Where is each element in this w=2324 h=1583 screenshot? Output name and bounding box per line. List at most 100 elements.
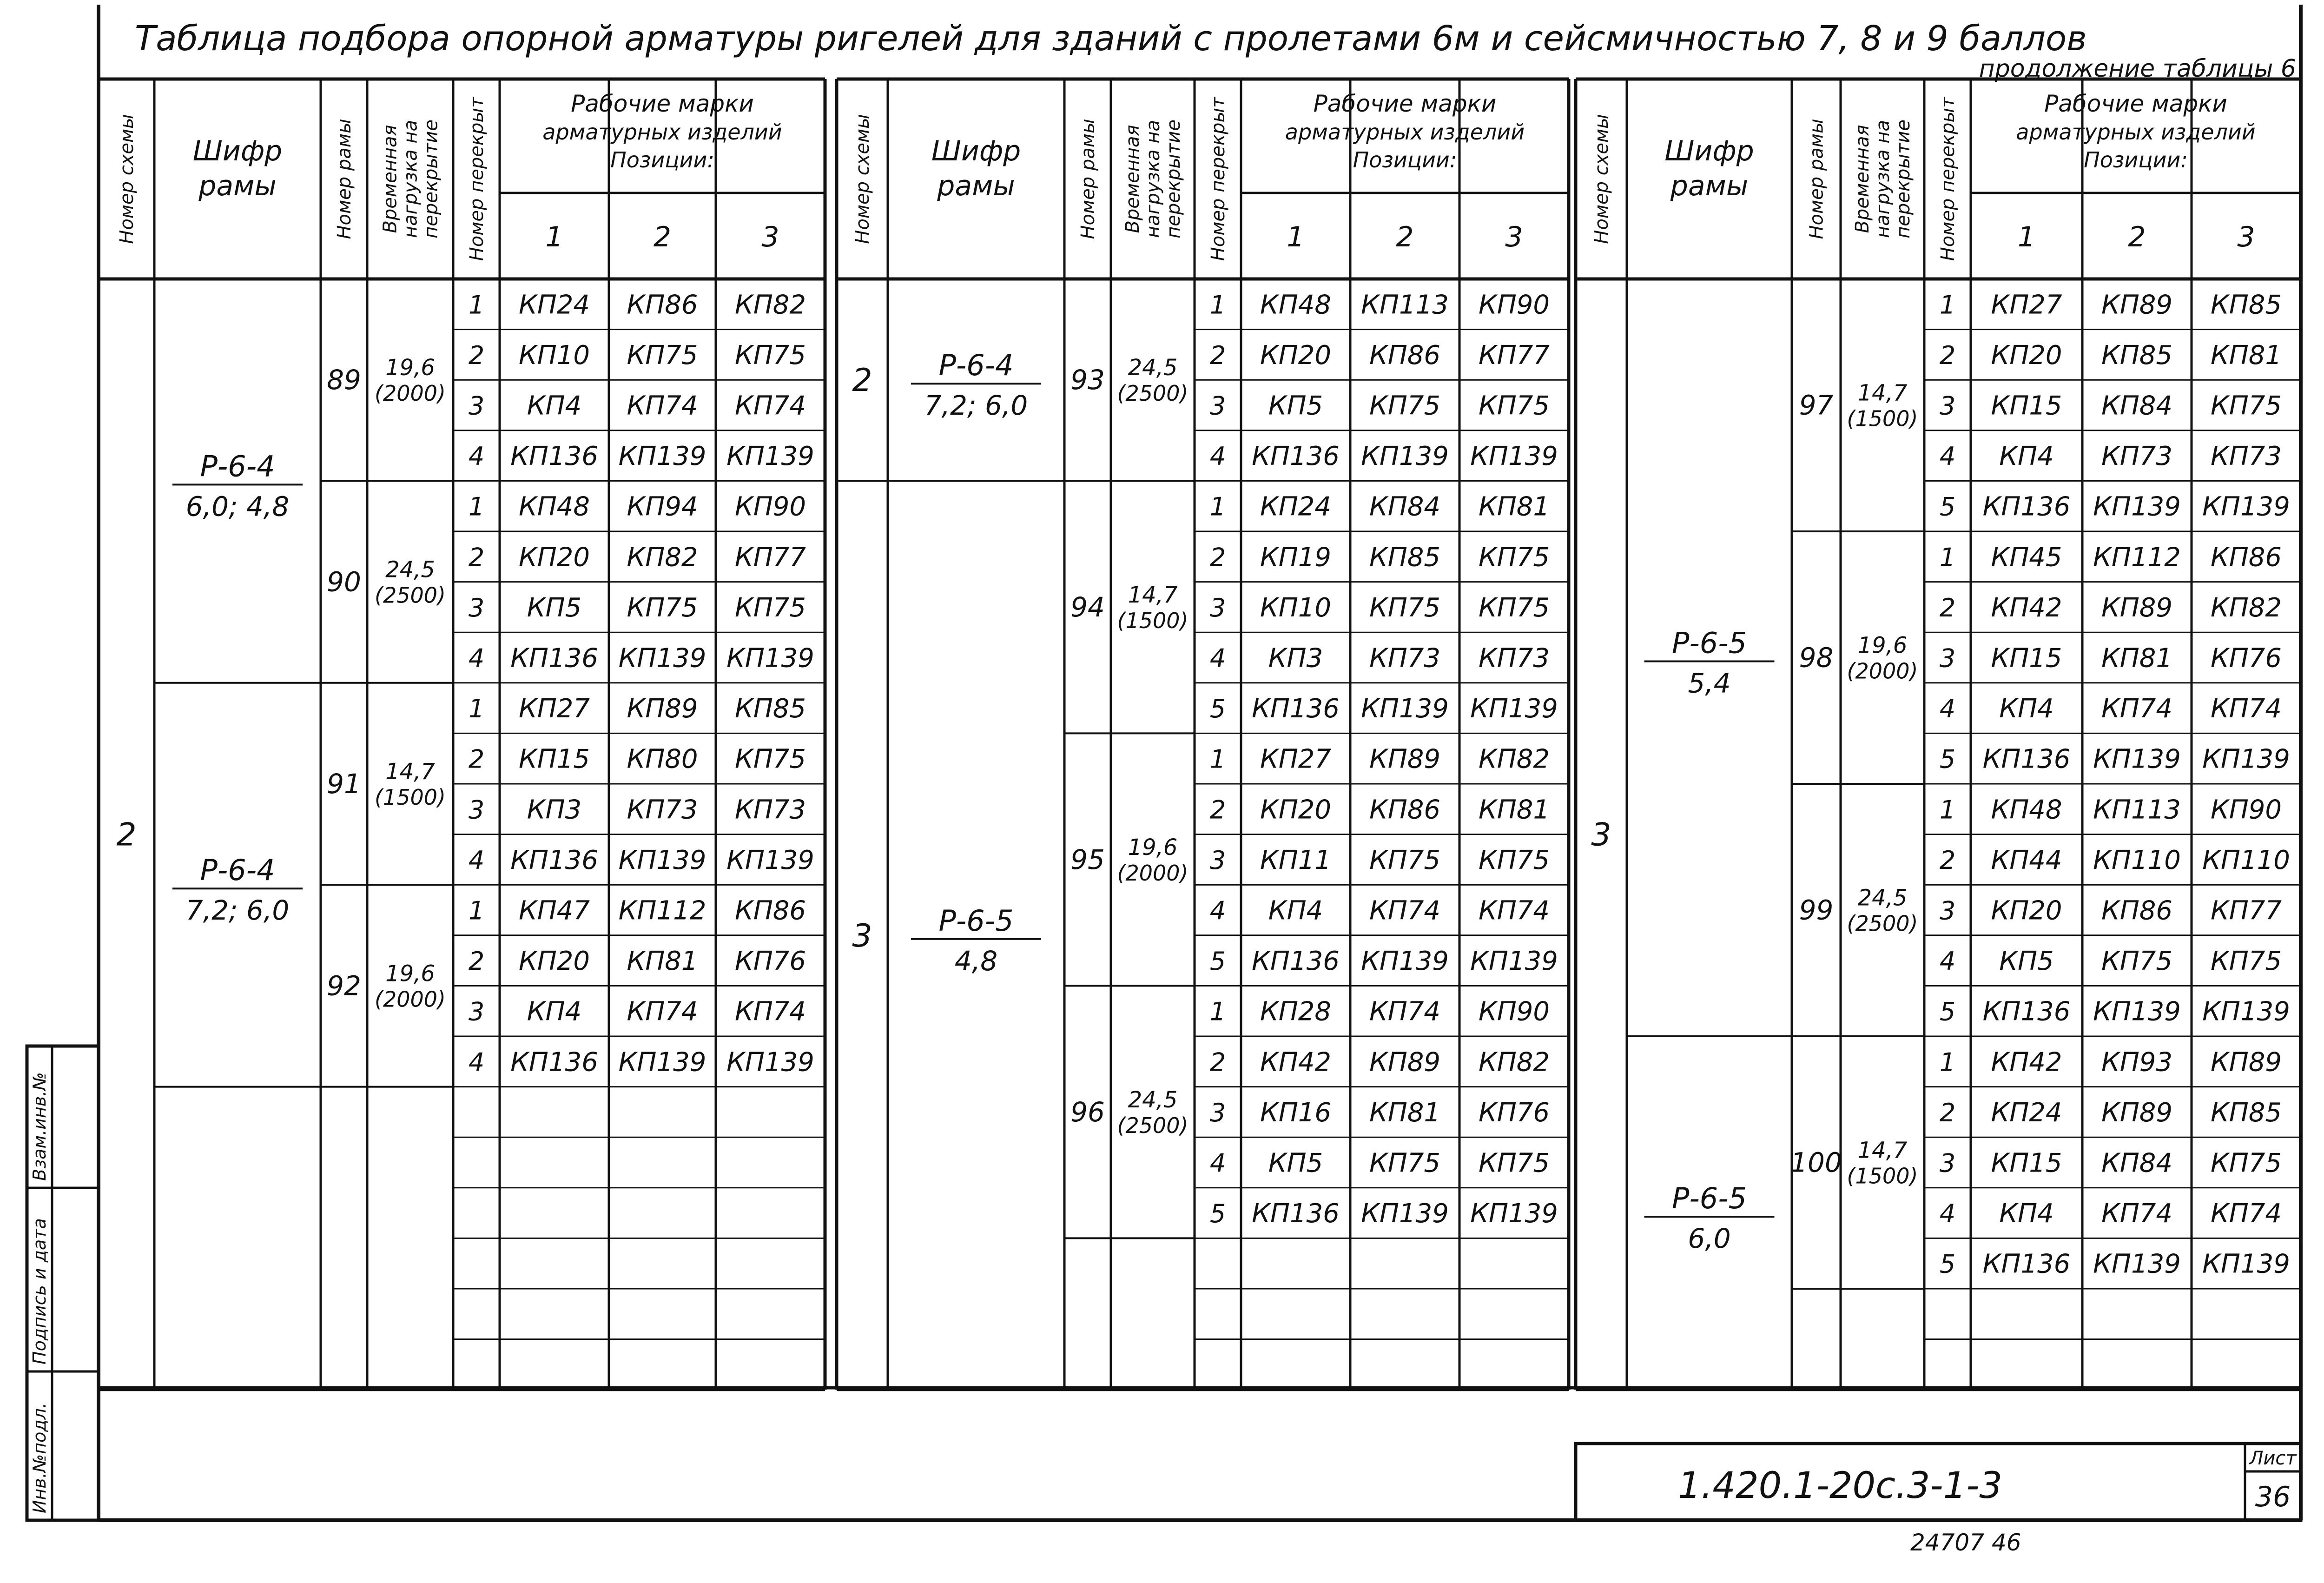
mark-position-2: КП139	[2093, 997, 2181, 1027]
mark-position-3: КП139	[726, 1047, 814, 1077]
floor-number: 1	[1940, 543, 1955, 572]
mark-position-3: КП74	[2211, 1199, 2282, 1229]
mark-position-3: КП82	[1479, 744, 1550, 775]
floor-number: 5	[1940, 997, 1955, 1027]
mark-position-3: КП139	[2202, 1249, 2290, 1279]
mark-position-3: КП75	[735, 340, 806, 371]
floor-number: 2	[469, 745, 484, 774]
header-working-marks: Позиции:	[2084, 147, 2188, 172]
mark-position-2: КП75	[1369, 391, 1440, 421]
mark-position-3: КП75	[1479, 845, 1550, 875]
floor-number: 3	[469, 593, 484, 623]
mark-position-2: КП80	[627, 744, 698, 775]
floor-number: 3	[469, 795, 484, 824]
floor-number: 2	[469, 341, 484, 370]
mark-position-2: КП74	[1369, 896, 1440, 926]
header-frame-number: Номер рамы	[1077, 119, 1099, 239]
mark-position-2: КП112	[619, 896, 706, 926]
mark-position-3: КП75	[735, 744, 806, 775]
mark-position-2: КП86	[2101, 896, 2172, 926]
frame-number: 93	[1070, 364, 1105, 396]
mark-position-2: КП113	[1361, 290, 1449, 320]
floor-number: 1	[1940, 1047, 1955, 1077]
header-position-3: 3	[2237, 221, 2255, 253]
floor-number: 5	[1210, 694, 1226, 723]
frame-cipher-spans: 6,0; 4,8	[186, 490, 289, 522]
mark-position-2: КП75	[1369, 593, 1440, 623]
mark-position-1: КП3	[1268, 643, 1323, 674]
mark-position-3: КП86	[735, 896, 806, 926]
mark-position-1: КП44	[1991, 845, 2062, 875]
mark-position-3: КП75	[1479, 593, 1550, 623]
mark-position-2: КП81	[2101, 643, 2172, 674]
mark-position-3: КП75	[1479, 542, 1550, 572]
frame-cipher-spans: 7,2; 6,0	[924, 390, 1028, 421]
mark-position-1: КП24	[1991, 1098, 2062, 1128]
frame-cipher: Р-6-4	[200, 449, 275, 483]
load-value: 14,7	[1128, 582, 1178, 608]
mark-position-3: КП76	[2211, 643, 2282, 674]
mark-position-2: КП85	[2101, 340, 2172, 371]
mark-position-1: КП136	[1983, 1249, 2071, 1279]
floor-number: 3	[1940, 391, 1955, 421]
header-floor-number: Номер перекрыт	[466, 96, 488, 261]
header-temporary-load: перекрытие	[1893, 119, 1914, 238]
mark-position-1: КП27	[519, 694, 590, 724]
header-frame-cipher: рамы	[198, 170, 277, 202]
mark-position-3: КП139	[1470, 694, 1558, 724]
frame-cipher: Р-6-5	[1672, 1181, 1747, 1215]
mark-position-2: КП81	[627, 946, 698, 976]
load-value: 19,6	[385, 355, 435, 381]
header-position-1: 1	[2018, 221, 2035, 253]
floor-number: 2	[1210, 543, 1226, 572]
frame-cipher-spans: 7,2; 6,0	[186, 894, 289, 926]
mark-position-1: КП48	[1991, 795, 2062, 825]
mark-position-1: КП27	[1991, 290, 2062, 320]
frame-number: 94	[1070, 591, 1105, 623]
mark-position-2: КП139	[1361, 1199, 1449, 1229]
mark-position-1: КП136	[510, 845, 598, 875]
mark-position-1: КП20	[519, 946, 590, 976]
mark-position-3: КП85	[735, 694, 806, 724]
floor-number: 4	[1940, 1199, 1955, 1228]
side-stamp-inventory: Инв.№подл.	[29, 1403, 50, 1513]
frame-number: 91	[327, 768, 361, 800]
floor-number: 4	[469, 1047, 484, 1077]
mark-position-3: КП139	[2202, 744, 2290, 775]
floor-number: 5	[1940, 1250, 1955, 1279]
mark-position-1: КП20	[1260, 340, 1331, 371]
mark-position-1: КП5	[527, 593, 582, 623]
mark-position-1: КП27	[1260, 744, 1331, 775]
floor-number: 3	[469, 997, 484, 1027]
header-position-1: 1	[545, 221, 563, 253]
mark-position-1: КП45	[1991, 542, 2062, 572]
mark-position-2: КП112	[2093, 542, 2181, 572]
header-frame-cipher: Шифр	[193, 135, 283, 167]
mark-position-1: КП15	[519, 744, 590, 775]
mark-position-1: КП20	[1991, 340, 2062, 371]
load-value-kgf: (2500)	[1117, 381, 1188, 406]
mark-position-3: КП74	[735, 997, 806, 1027]
frame-cipher: Р-6-5	[1672, 626, 1747, 660]
mark-position-2: КП75	[627, 340, 698, 371]
load-value: 19,6	[1858, 633, 1908, 659]
mark-position-3: КП139	[1470, 441, 1558, 471]
floor-number: 4	[469, 644, 484, 673]
mark-position-1: КП16	[1260, 1098, 1331, 1128]
floor-number: 2	[1940, 341, 1955, 370]
header-scheme-number: Номер схемы	[852, 114, 873, 244]
header-temporary-load: Временная	[1122, 125, 1143, 233]
load-value-kgf: (2500)	[1847, 911, 1918, 936]
header-temporary-load: перекрытие	[1163, 119, 1184, 238]
sheet-label: Лист	[2248, 1448, 2297, 1469]
mark-position-3: КП139	[1470, 1199, 1558, 1229]
mark-position-1: КП4	[1268, 896, 1323, 926]
mark-position-1: КП136	[1252, 441, 1340, 471]
document-code: 1.420.1-20с.3-1-3	[1678, 1465, 2002, 1507]
mark-position-3: КП74	[2211, 694, 2282, 724]
floor-number: 4	[1940, 694, 1955, 723]
load-value-kgf: (1500)	[375, 785, 446, 810]
mark-position-1: КП5	[1999, 946, 2054, 976]
floor-number: 1	[1940, 290, 1955, 319]
